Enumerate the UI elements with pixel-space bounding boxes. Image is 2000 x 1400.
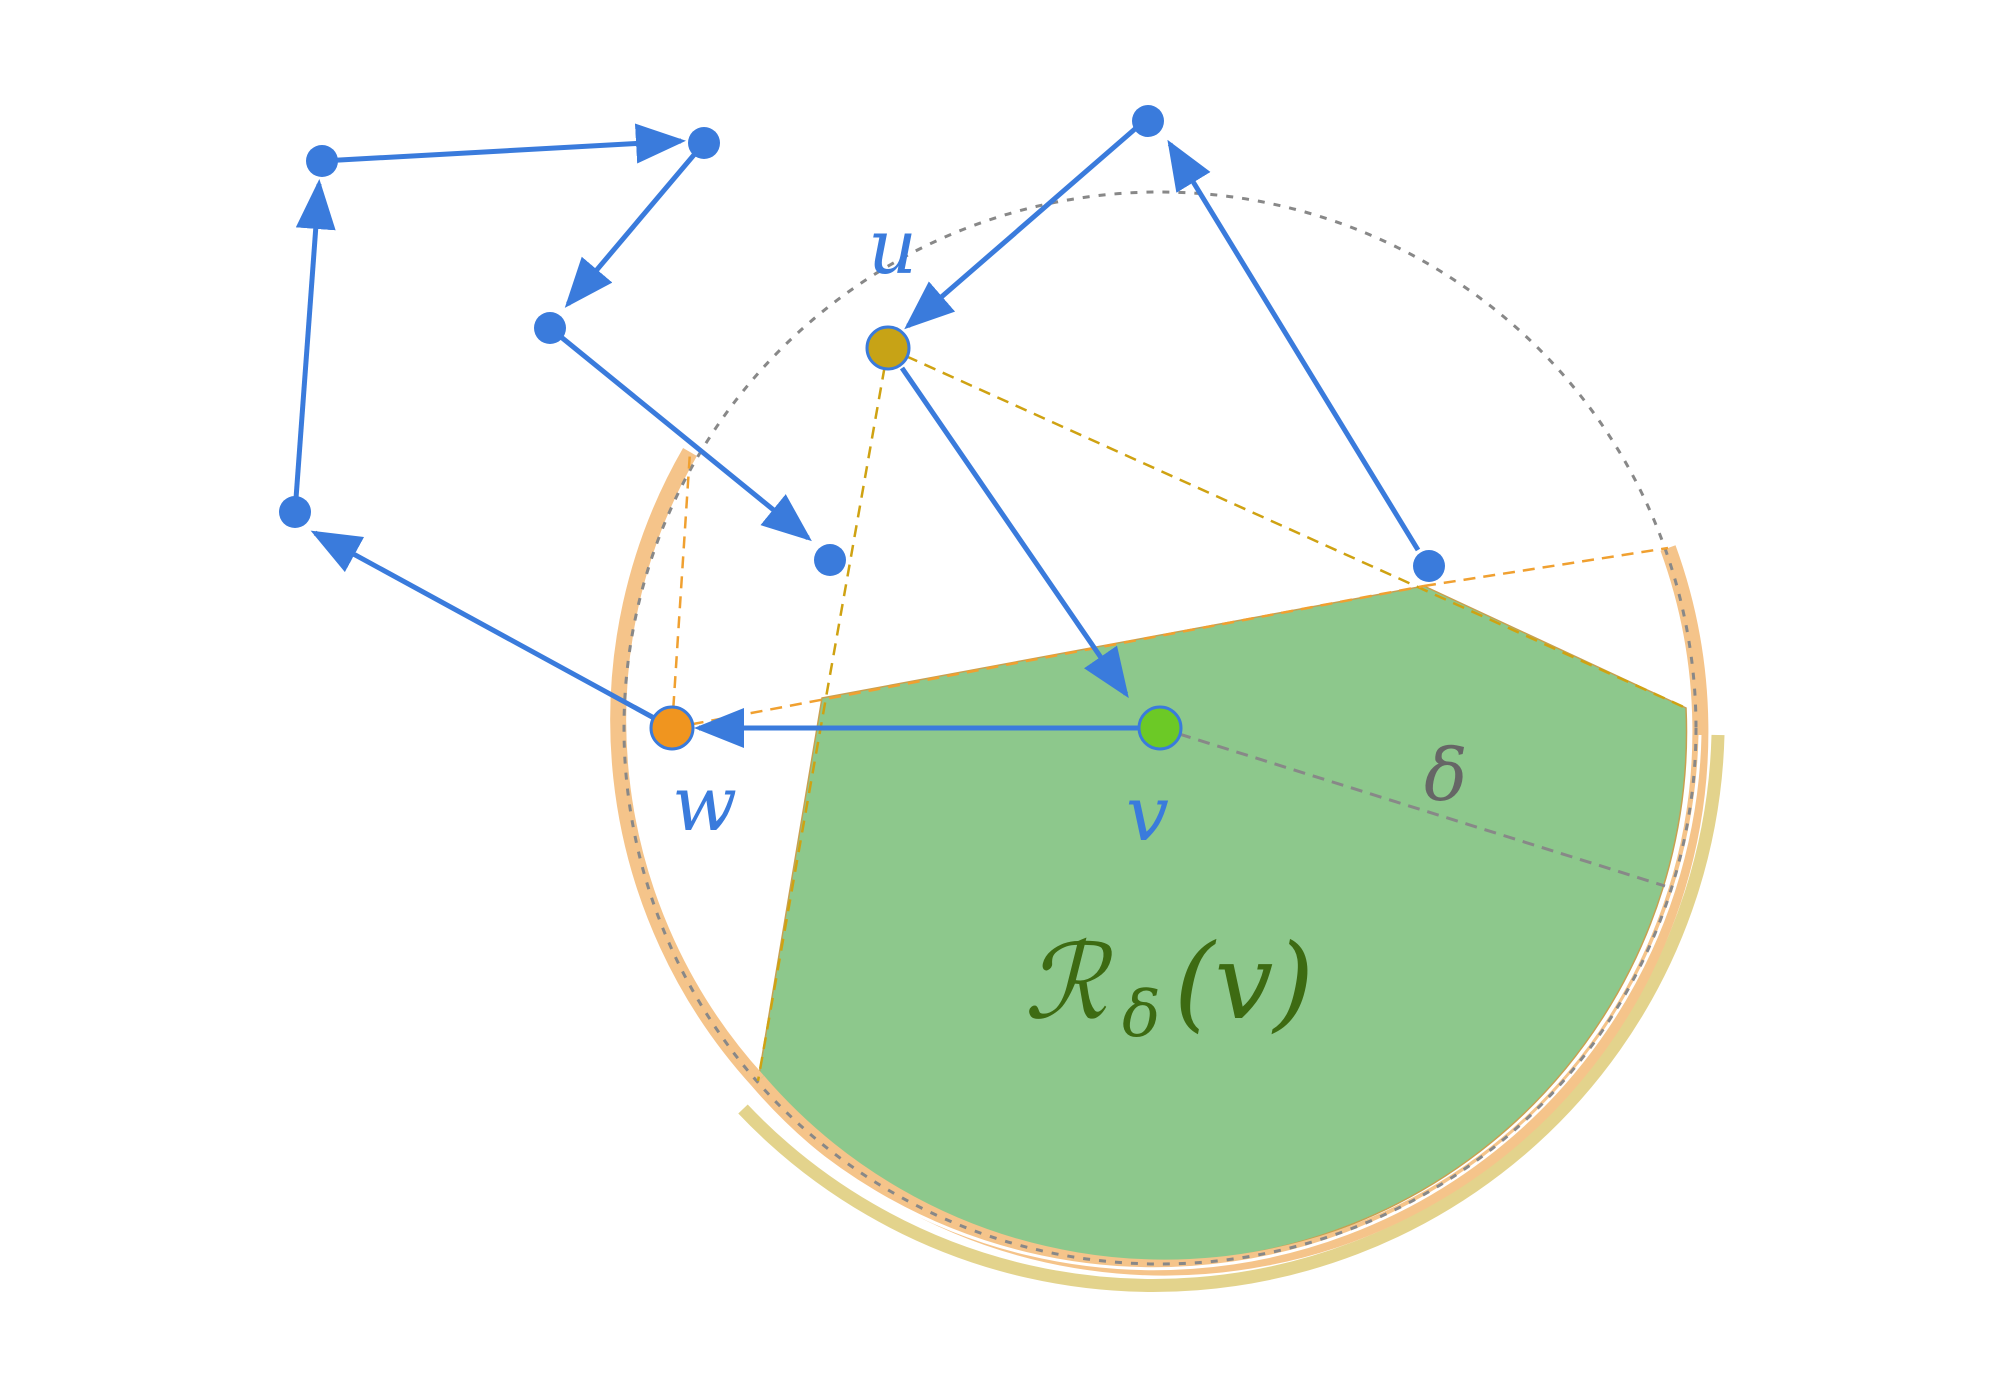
edge-g-f	[1167, 139, 1421, 552]
w-dashed-line-2	[671, 584, 1425, 730]
node-w	[649, 705, 695, 751]
node-g	[1413, 550, 1445, 582]
node-e	[279, 496, 311, 528]
node-d	[814, 544, 846, 576]
edge-b-c	[564, 141, 706, 308]
region-label: ℛ δ (v)	[1024, 921, 1314, 1052]
node-f	[1132, 105, 1164, 137]
u-dashed-line-1	[756, 347, 890, 1082]
graph-edges	[292, 120, 1421, 748]
label-u: u	[868, 202, 917, 291]
node-a	[306, 145, 338, 177]
edge-f-u	[904, 120, 1145, 330]
white-separator-arc	[750, 734, 1702, 1271]
node-b	[688, 127, 720, 159]
edge-u-v	[899, 366, 1129, 699]
edge-c-d	[548, 326, 812, 542]
region-label-sub: δ	[1122, 978, 1161, 1052]
edge-a-b	[321, 123, 686, 164]
label-w: w	[672, 759, 737, 848]
edge-w-e	[310, 530, 656, 721]
delta-radius-line	[1159, 726, 1666, 888]
label-v: v	[1126, 769, 1169, 858]
node-c	[534, 312, 566, 344]
outer-tan-arc	[738, 734, 1725, 1292]
label-delta: δ	[1424, 733, 1467, 817]
region-label-main: ℛ	[1024, 921, 1114, 1043]
graph-nodes	[279, 105, 1445, 751]
node-v	[1137, 705, 1183, 751]
edge-e-a	[292, 179, 336, 513]
w-dashed-line-1	[670, 451, 692, 729]
node-u	[865, 325, 911, 371]
w-dashed-line-3	[1423, 546, 1669, 588]
u-dashed-line-2	[887, 346, 1687, 710]
delta-circle	[622, 190, 1698, 1266]
region-label-arg: (v)	[1174, 921, 1314, 1043]
